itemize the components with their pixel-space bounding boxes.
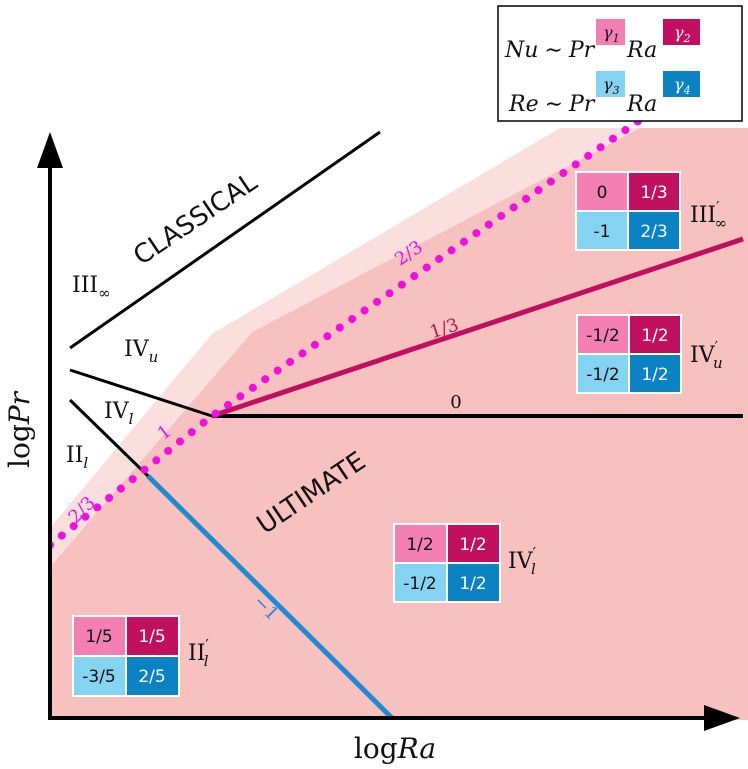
gamma1-swatch [596, 19, 625, 45]
regime-iv-l-label: IVl [104, 399, 134, 428]
svg-text:1/2: 1/2 [459, 535, 486, 555]
svg-text:-1/2: -1/2 [403, 574, 437, 594]
gamma3-swatch [596, 71, 625, 97]
svg-text:1/5: 1/5 [85, 627, 112, 647]
svg-text:-1: -1 [594, 222, 611, 242]
ivl-iil-boundary [68, 398, 150, 478]
gamma2-swatch [663, 19, 700, 45]
regime-iii-inf-prime-label: III′∞ [690, 198, 727, 232]
classical-upper-boundary [69, 130, 381, 350]
svg-text:2/3: 2/3 [640, 222, 667, 242]
x-axis-label: logRa [354, 732, 436, 765]
exponent-table-iii-inf-prime: 0 1/3 -1 2/3 [575, 171, 681, 251]
regime-iv-l-prime-label: IV′l [508, 544, 537, 578]
slope-one-third-line [211, 236, 744, 419]
svg-text:1/3: 1/3 [640, 183, 667, 203]
exponent-table-ii-l-prime: 1/5 1/5 -3/5 2/5 [72, 615, 180, 697]
svg-text:1/5: 1/5 [138, 627, 165, 647]
classical-label: CLASSICAL [128, 167, 263, 272]
svg-text:-1/2: -1/2 [586, 365, 620, 385]
y-axis-arrowhead [37, 132, 63, 168]
svg-text:-3/5: -3/5 [82, 667, 116, 687]
gamma3-symbol: γ3 [603, 75, 620, 97]
ultimate-region [50, 128, 748, 720]
gamma4-swatch [663, 71, 700, 97]
slope-minus-one-line [146, 474, 394, 720]
svg-text:-1/2: -1/2 [586, 326, 620, 346]
svg-text:1/2: 1/2 [459, 574, 486, 594]
exponent-table-iv-u-prime: -1/2 1/2 -1/2 1/2 [576, 314, 682, 394]
svg-text:0: 0 [597, 183, 608, 203]
regime-iv-u-label: IVu [124, 337, 158, 366]
ivu-ivl-boundary [69, 368, 213, 418]
svg-text:1/2: 1/2 [641, 326, 668, 346]
svg-text:2/5: 2/5 [138, 667, 165, 687]
x-axis-arrowhead [704, 705, 740, 731]
svg-text:1/2: 1/2 [641, 365, 668, 385]
regime-ii-l-prime-label: II′l [188, 636, 209, 670]
gamma1-symbol: γ1 [603, 23, 620, 45]
regime-ii-l-label: IIl [66, 443, 88, 472]
gamma4-symbol: γ4 [674, 75, 691, 97]
exponent-table-iv-l-prime: 1/2 1/2 -1/2 1/2 [393, 523, 501, 603]
svg-text:1/2: 1/2 [406, 535, 433, 555]
regime-iv-u-prime-label: IV′u [690, 338, 723, 372]
gamma2-symbol: γ2 [674, 23, 691, 45]
slope-label-0: 0 [450, 392, 461, 413]
regime-iii-inf-label: III∞ [72, 273, 111, 302]
y-axis-label: logPr [3, 390, 36, 468]
